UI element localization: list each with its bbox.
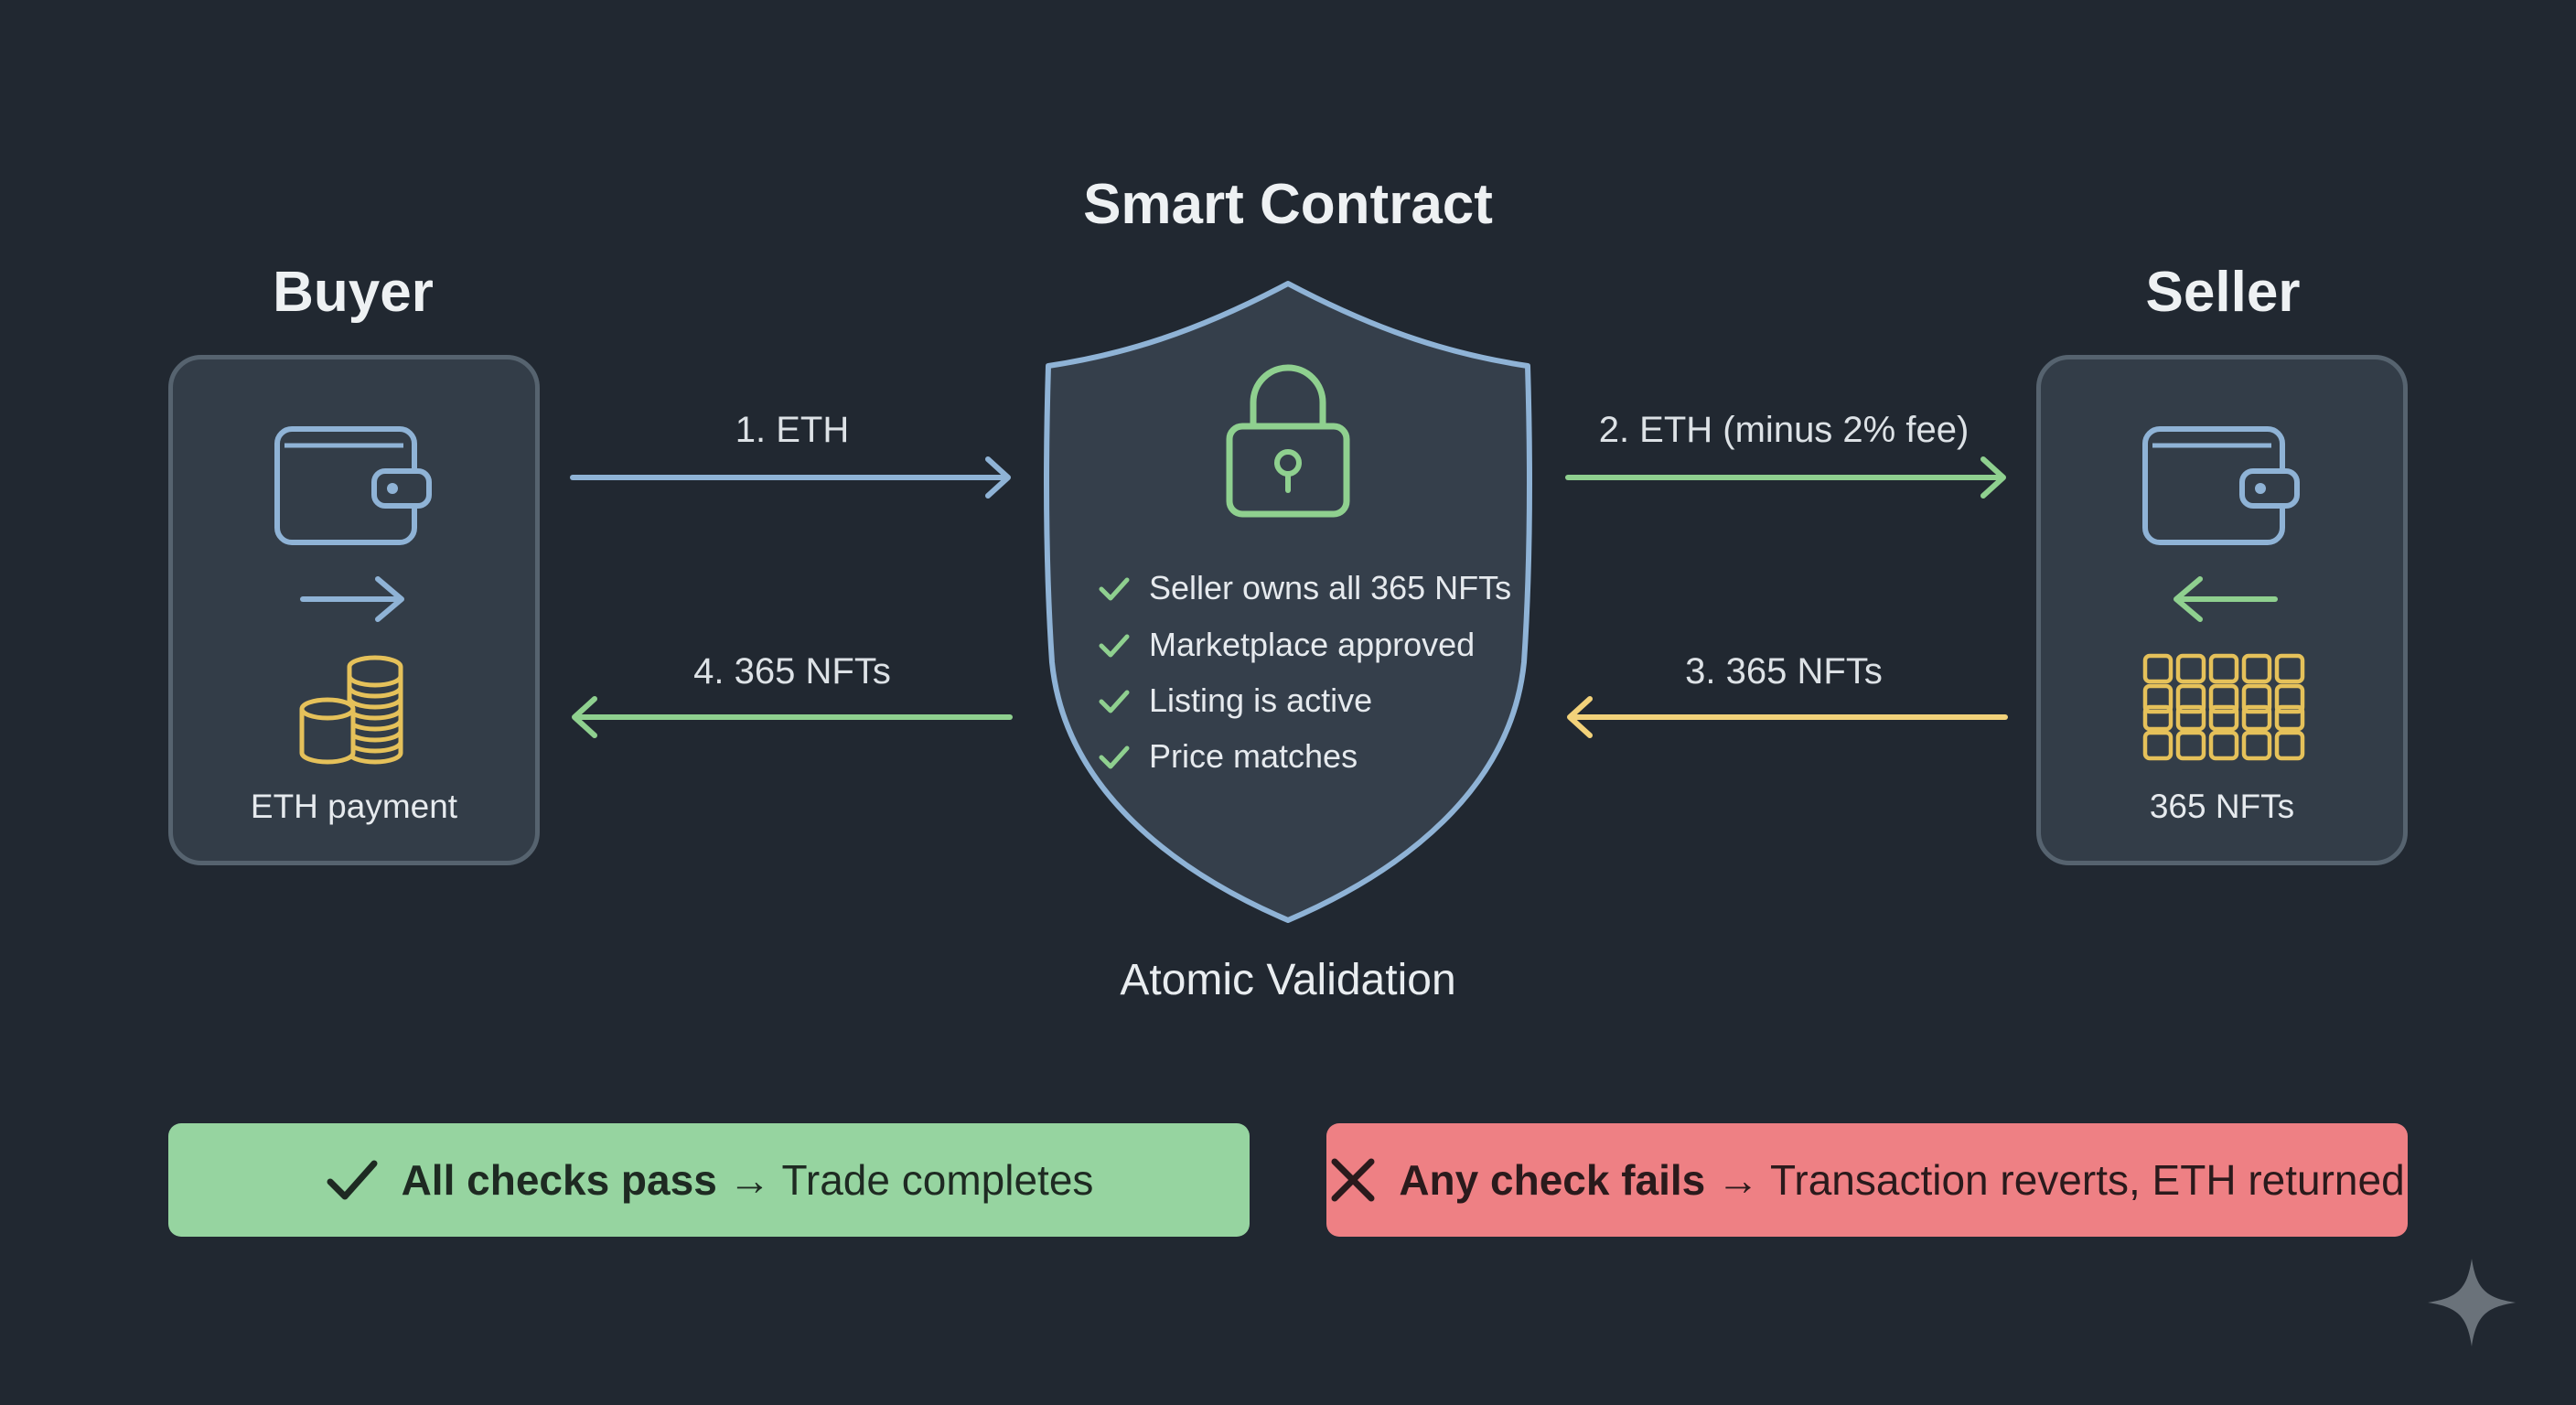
coin-stack-icon	[299, 655, 403, 765]
flow-label-4: 4. 365 NFTs	[693, 651, 891, 692]
wallet-icon	[2142, 426, 2300, 545]
checkmark-icon	[327, 1160, 378, 1200]
arrow-left-icon	[2174, 576, 2278, 622]
arrow-contract-to-buyer	[572, 696, 1013, 738]
failure-condition: Any check fails	[1399, 1156, 1706, 1204]
check-item: Price matches	[1096, 737, 1358, 776]
contract-caption: Atomic Validation	[1120, 956, 1456, 1004]
check-item: Marketplace approved	[1096, 626, 1475, 664]
arrow-contract-to-seller	[1565, 456, 2006, 499]
success-result: → Trade completes	[716, 1156, 1094, 1204]
flow-label-3: 3. 365 NFTs	[1685, 651, 1883, 692]
nft-grid-icon	[2142, 653, 2305, 761]
check-label: Listing is active	[1149, 681, 1373, 719]
checkmark-icon	[1099, 745, 1130, 769]
arrow-seller-to-contract	[1567, 696, 2008, 738]
flow-label-2: 2. ETH (minus 2% fee)	[1598, 410, 1970, 450]
failure-result: → Transaction reverts, ETH returned	[1705, 1156, 2405, 1204]
check-label: Seller owns all 365 NFTs	[1149, 569, 1512, 606]
sparkle-icon	[2428, 1259, 2516, 1346]
padlock-icon	[1226, 364, 1350, 518]
check-item: Listing is active	[1096, 681, 1372, 720]
buyer-panel: ETH payment	[168, 355, 540, 865]
seller-label: 365 NFTs	[2149, 788, 2295, 825]
x-icon	[1331, 1158, 1375, 1202]
contract-title: Smart Contract	[1083, 173, 1493, 236]
success-banner: All checks pass → Trade completes	[168, 1123, 1250, 1237]
check-item: Seller owns all 365 NFTs	[1096, 569, 1511, 607]
wallet-icon	[274, 426, 432, 545]
flow-label-1: 1. ETH	[735, 410, 850, 450]
buyer-label: ETH payment	[250, 788, 458, 825]
seller-title: Seller	[2145, 261, 2301, 324]
checkmark-icon	[1099, 690, 1130, 713]
arrow-right-icon	[300, 576, 404, 622]
check-label: Marketplace approved	[1149, 626, 1476, 663]
seller-panel: 365 NFTs	[2036, 355, 2408, 865]
success-condition: All checks pass	[401, 1156, 717, 1204]
failure-banner: Any check fails → Transaction reverts, E…	[1326, 1123, 2408, 1237]
checkmark-icon	[1099, 634, 1130, 658]
contract-shield	[1043, 281, 1533, 923]
checkmark-icon	[1099, 577, 1130, 601]
arrow-buyer-to-contract	[570, 456, 1011, 499]
check-label: Price matches	[1149, 737, 1358, 775]
buyer-title: Buyer	[273, 261, 434, 324]
